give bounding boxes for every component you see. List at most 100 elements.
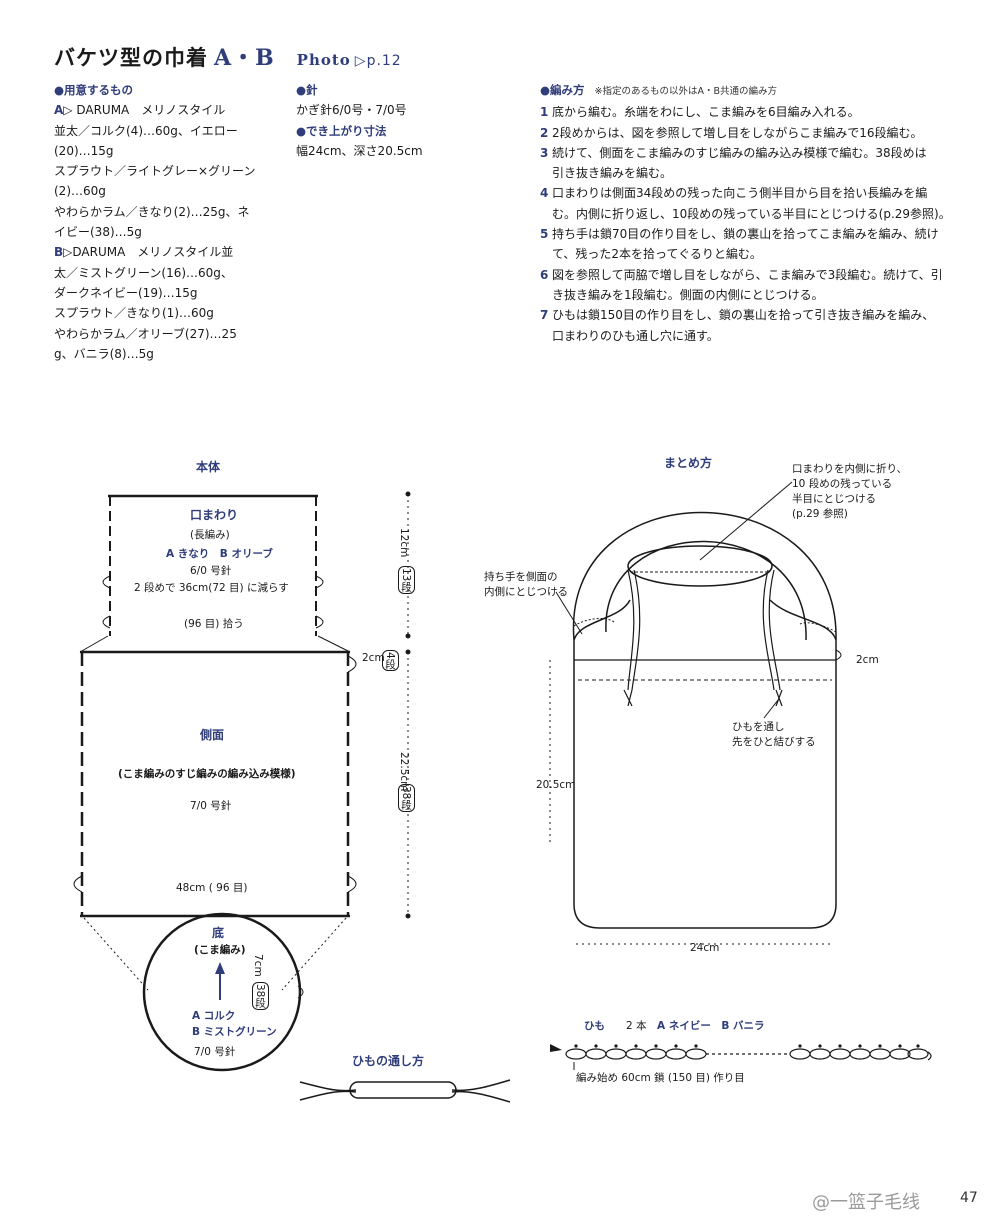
cord-start: 編み始め 60cm 鎖 (150 目) 作り目 (576, 1072, 745, 1084)
rim-needle: 6/0 号針 (190, 565, 232, 577)
method-line: 引き抜き編みを編む。 (540, 163, 960, 183)
bottom-name: 底 (212, 926, 225, 940)
bottom-color-b: B ミストグリーン (192, 1024, 277, 1039)
side-width: 48cm ( 96 目) (176, 882, 248, 894)
cord-count: 2 本 (626, 1020, 647, 1032)
materials-line: B▷DARUMA メリノスタイル並 (54, 242, 284, 262)
finish-note-cord-2: 先をひと結びする (732, 736, 816, 748)
materials-heading: ●用意するもの (54, 83, 134, 97)
gap-dim: 2cm (362, 652, 385, 664)
method-step-text: 口まわりは側面34段めの残った向こう側半目から目を拾い長編みを編 (552, 186, 928, 201)
photo-label: Photo (296, 51, 351, 69)
materials-line: (2)…60g (54, 181, 284, 201)
finish-note-rim: 口まわりを内側に折り、 10 段めの残っている 半目にとじつける (p.29 参… (792, 462, 907, 522)
method-step-text: 底から編む。糸端をわにし、こま編みを6目編み入れる。 (552, 105, 860, 120)
bottom-guide-lines (83, 917, 347, 991)
materials-line: イビー(38)…5g (54, 222, 284, 242)
finish-note-handle-1: 持ち手を側面の (484, 571, 558, 583)
method-line: 口まわりのひも通し穴に通す。 (540, 326, 960, 346)
method-step-text: 続けて、側面をこま編みのすじ編みの編み込み模様で編む。38段めは (552, 145, 927, 160)
materials-line: g、バニラ(8)…5g (54, 344, 284, 364)
finish-note-cord: ひもを通し 先をひと結びする (732, 720, 816, 750)
cord-color-b: B バニラ (721, 1020, 765, 1032)
method-step-text: 口まわりのひも通し穴に通す。 (552, 328, 719, 343)
finished-heading: ●でき上がり寸法 (296, 123, 387, 138)
finish-note-rim-2: 10 段めの残っている (792, 478, 893, 490)
method-step-number: 6 (540, 267, 549, 282)
method-step-number: 3 (540, 145, 549, 160)
bottom-color-b-text: B ミストグリーン (192, 1026, 277, 1038)
finish-note-handle-2: 内側にとじつける (484, 586, 568, 598)
finish-height: 20.5cm (536, 779, 576, 791)
method-step-text: む。内側に折り返し、10段めの残っている半目にとじつける(p.29参照)。 (552, 206, 951, 221)
method-step-number: 5 (540, 227, 549, 242)
method-step-text: 持ち手は鎖70目の作り目をし、鎖の裏山を拾ってこま編みを編み、続け (552, 227, 939, 242)
materials-line: (20)…15g (54, 141, 284, 161)
finish-title: まとめ方 (664, 456, 713, 470)
materials-text: ダークネイビー(19)…15g (54, 285, 198, 300)
rim-dim-rows: 13段 (398, 566, 415, 594)
photo-ref: ▷p.12 (354, 53, 402, 69)
method-step-number: 7 (540, 308, 549, 323)
method-line: む。内側に折り返し、10段めの残っている半目にとじつける(p.29参照)。 (540, 204, 960, 224)
finish-note-rim-4: (p.29 参照) (792, 508, 848, 520)
materials-text: ▷ DARUMA メリノスタイル (63, 103, 226, 118)
materials-line: スプラウト／きなり(1)…60g (54, 303, 284, 323)
bottom-arrow (215, 962, 225, 1000)
bottom-color-a: A コルク (192, 1008, 235, 1023)
needle-column: ●針 かぎ針6/0号・7/0号 ●でき上がり寸法 幅24cm、深さ20.5cm (296, 80, 476, 161)
materials-column: ●用意するもの A▷ DARUMA メリノスタイル並太／コルク(4)…60g、イ… (54, 80, 284, 364)
finish-note-handle: 持ち手を側面の 内側にとじつける (484, 570, 568, 600)
materials-text: g、バニラ(8)…5g (54, 346, 154, 361)
rim-outline (102, 494, 324, 636)
method-heading: ●編み方 (540, 83, 585, 97)
bottom-marker (297, 985, 304, 999)
finished-text: 幅24cm、深さ20.5cm (296, 143, 423, 158)
finish-note-cord-1: ひもを通し (732, 721, 785, 733)
materials-text: ▷DARUMA メリノスタイル並 (63, 245, 234, 260)
gap-rows: 4段 (382, 650, 399, 672)
materials-line: 太／ミストグリーン(16)…60g、 (54, 263, 284, 283)
finish-width: 24cm (690, 942, 720, 954)
bottom-stitch: (こま編み) (194, 944, 246, 956)
finish-note-rim-1: 口まわりを内側に折り、 (792, 463, 908, 475)
materials-line: 並太／コルク(4)…60g、イエロー (54, 121, 284, 141)
cord-heading: ひも 2 本 A ネイビー B バニラ (584, 1018, 765, 1033)
method-step-text: 引き抜き編みを編む。 (552, 166, 673, 181)
method-step-number: 4 (540, 186, 549, 201)
method-step-text: 2段めからは、図を参照して増し目をしながらこま編みで16段編む。 (552, 125, 923, 140)
page-number: 47 (960, 1190, 978, 1206)
materials-text: スプラウト／ライトグレー×グリーン (54, 164, 256, 179)
bottom-circle (142, 912, 302, 1072)
method-line: き抜き編みを1段編む。側面の内側にとじつける。 (540, 285, 960, 305)
materials-text: (20)…15g (54, 143, 114, 158)
side-dim-cm: 22.5cm (398, 752, 410, 792)
materials-mark: A (54, 103, 64, 118)
method-step-text: て、残った2本を拾ってぐるりと編む。 (552, 247, 762, 262)
bag-illustration (549, 481, 842, 945)
materials-line: ダークネイビー(19)…15g (54, 283, 284, 303)
method-step-text: ひもは鎖150目の作り目をし、鎖の裏山を拾って引き抜き編みを編み、 (552, 308, 935, 323)
bottom-dim-rows: 38段 (252, 982, 269, 1010)
side-name: 側面 (200, 728, 225, 742)
method-step-number: 1 (540, 105, 549, 120)
materials-text: (2)…60g (54, 184, 106, 199)
materials-line: A▷ DARUMA メリノスタイル (54, 100, 284, 120)
method-step-text: き抜き編みを1段編む。側面の内側にとじつける。 (552, 287, 824, 302)
bottom-color-a-text: A コルク (192, 1010, 236, 1022)
materials-text: やわらかラム／オリーブ(27)…25 (54, 326, 237, 341)
cord-illustration (550, 1044, 932, 1070)
title-ab: A・B (214, 45, 275, 71)
materials-text: 太／ミストグリーン(16)…60g、 (54, 265, 233, 280)
materials-mark: B (54, 245, 64, 260)
title-main: バケツ型の巾着 (54, 46, 208, 70)
method-step-number: 2 (540, 125, 549, 140)
materials-text: スプラウト／きなり(1)…60g (54, 306, 214, 321)
